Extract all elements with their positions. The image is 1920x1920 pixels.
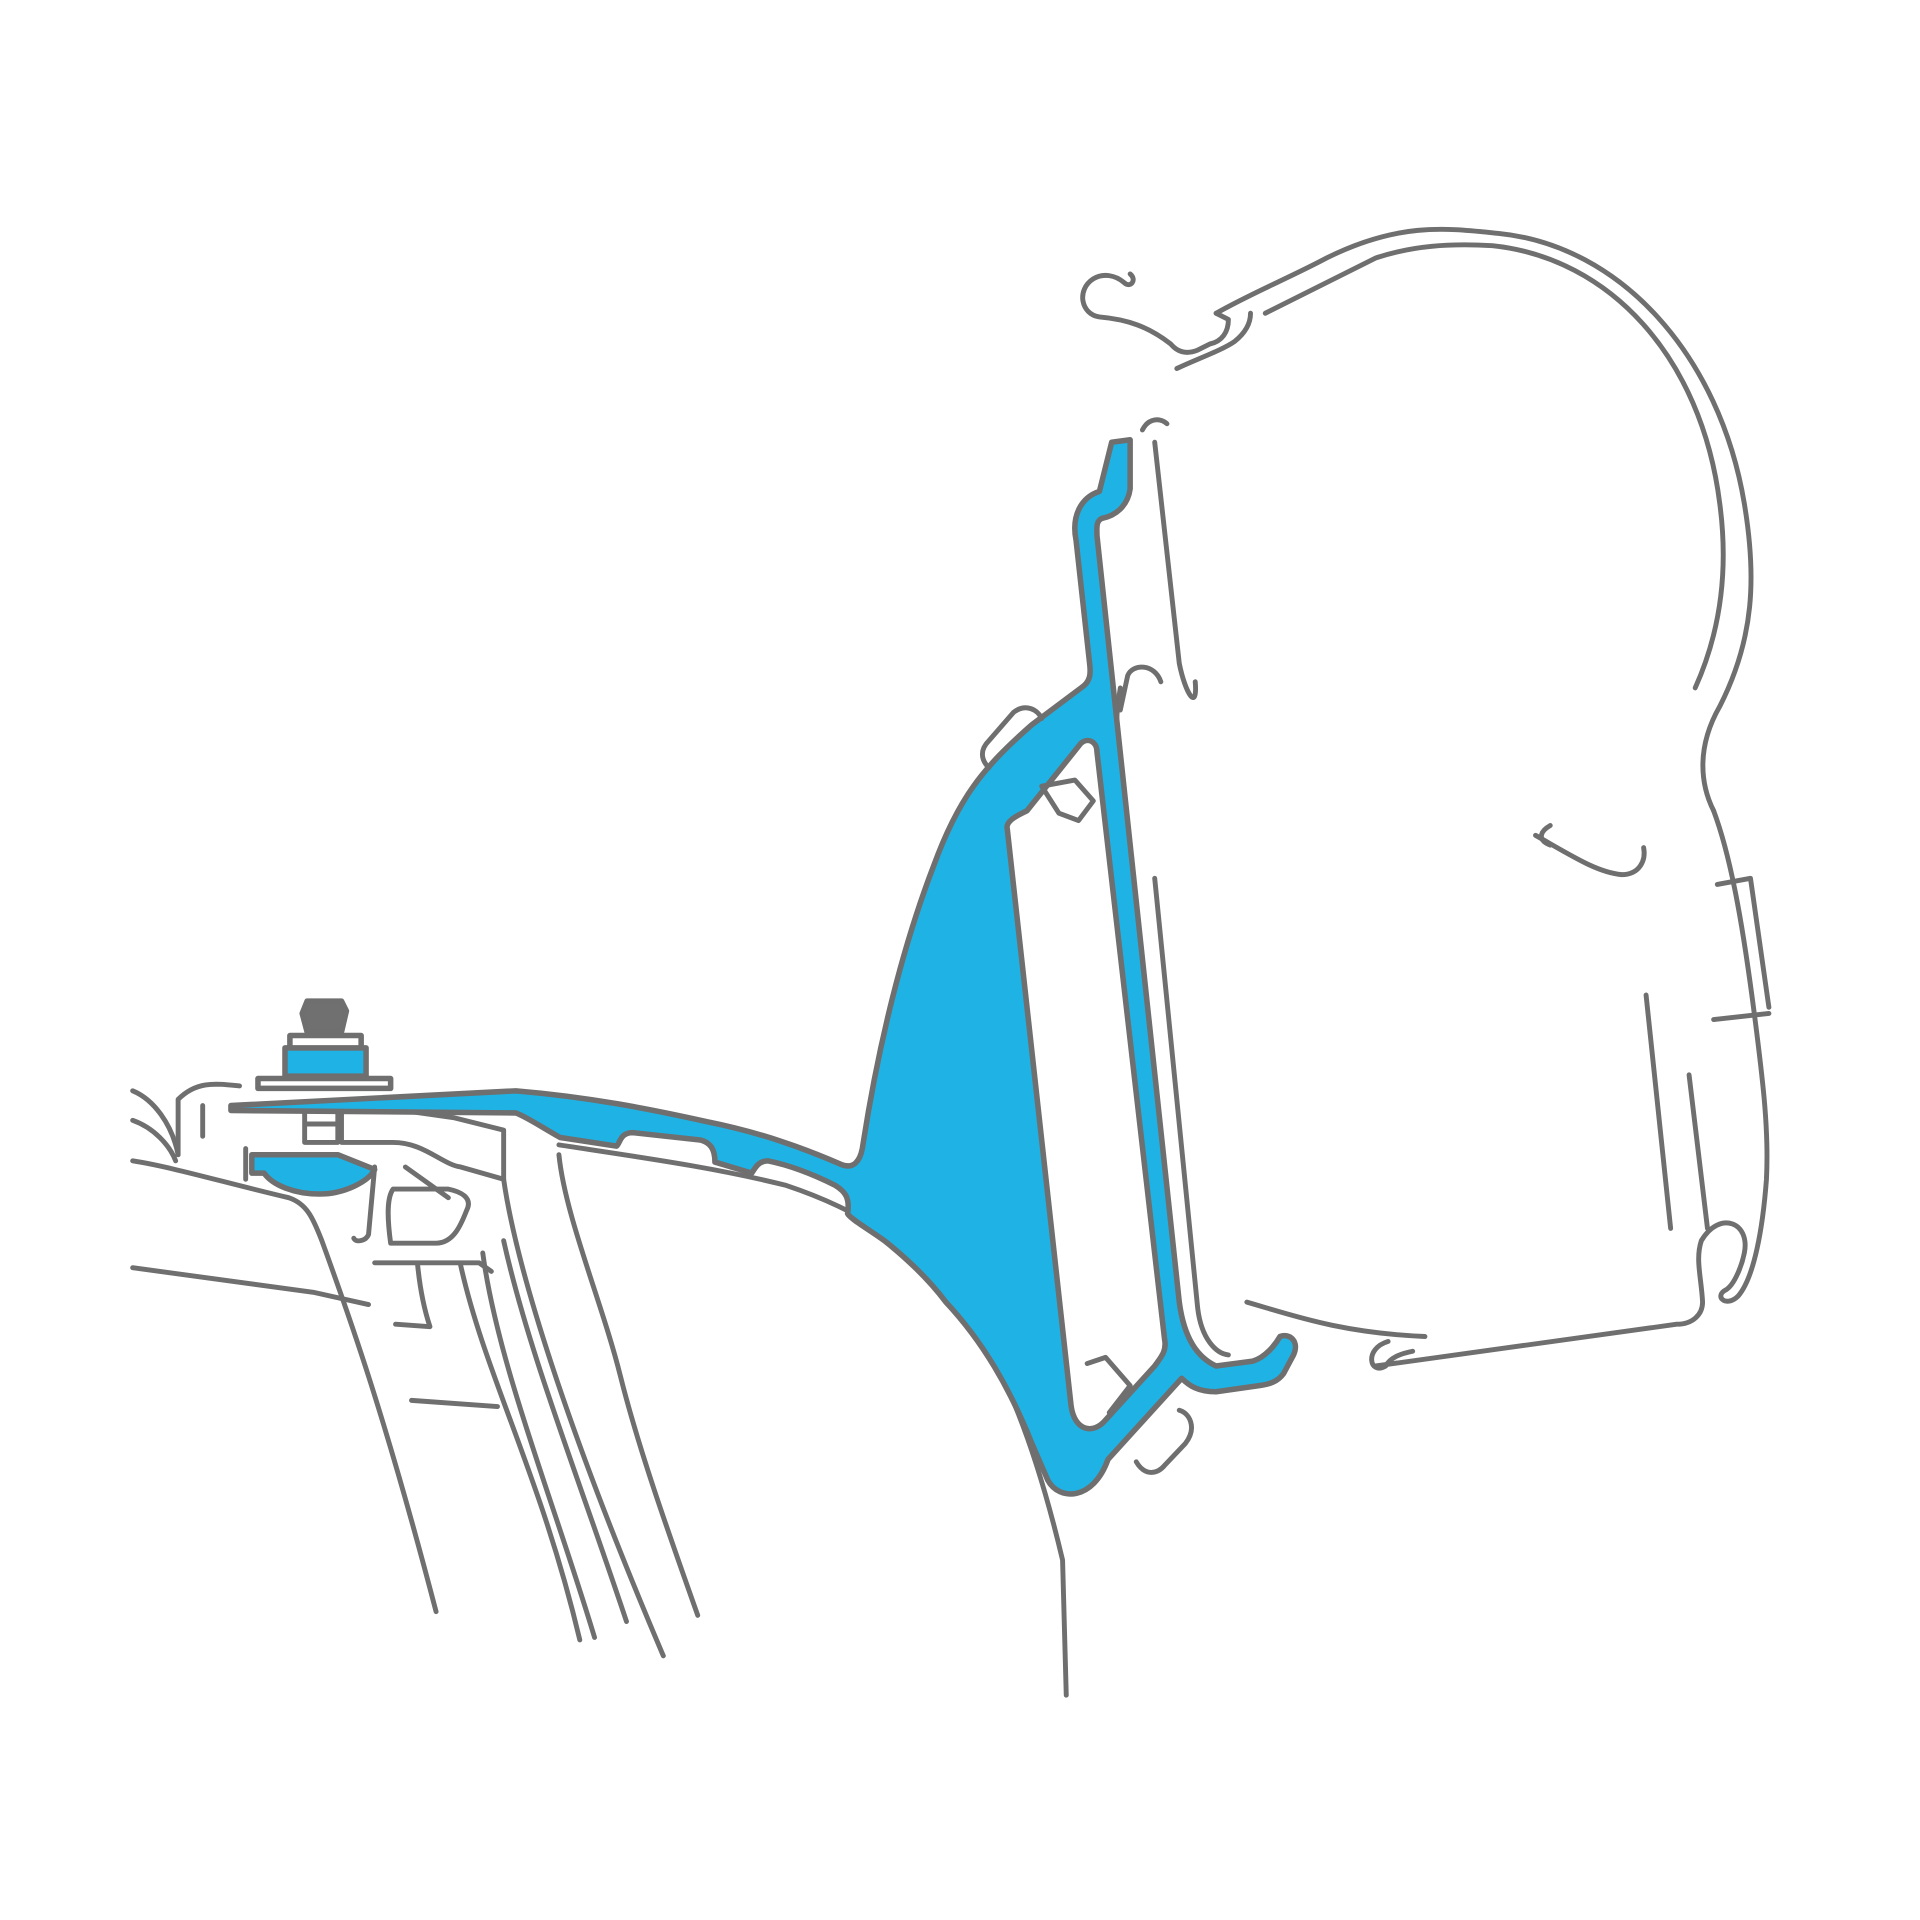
awning-profile-inner — [1262, 242, 1726, 691]
roof-clamp-body — [351, 1164, 471, 1246]
bracket-bolt-stem — [302, 1109, 341, 1145]
awning-profile-outer — [1213, 226, 1754, 814]
roof-rail-top — [130, 1158, 439, 1615]
roof-mount-block — [175, 1081, 507, 1182]
awning-lower-rail — [1244, 1299, 1428, 1371]
nut-washer — [255, 1032, 394, 1092]
awning-side-wall — [1373, 808, 1770, 1369]
awning-right-clip — [1533, 823, 1647, 878]
clamp-plate — [249, 1151, 378, 1197]
adapter-bracket — [228, 437, 1299, 1497]
upper-clip — [979, 705, 1096, 824]
awning-front-cap — [1080, 271, 1231, 355]
adapter-bracket-body — [228, 437, 1299, 1497]
bracket-clips — [979, 705, 1194, 1475]
bolt-thread — [299, 998, 350, 1035]
mounting-nut — [282, 1045, 369, 1079]
awning-upper-hook — [1117, 310, 1253, 713]
awning-inner-rib — [1643, 875, 1772, 1231]
vehicle-pillars — [458, 1152, 701, 1659]
lower-clip — [1084, 1354, 1194, 1475]
roof-foot — [372, 1260, 500, 1409]
